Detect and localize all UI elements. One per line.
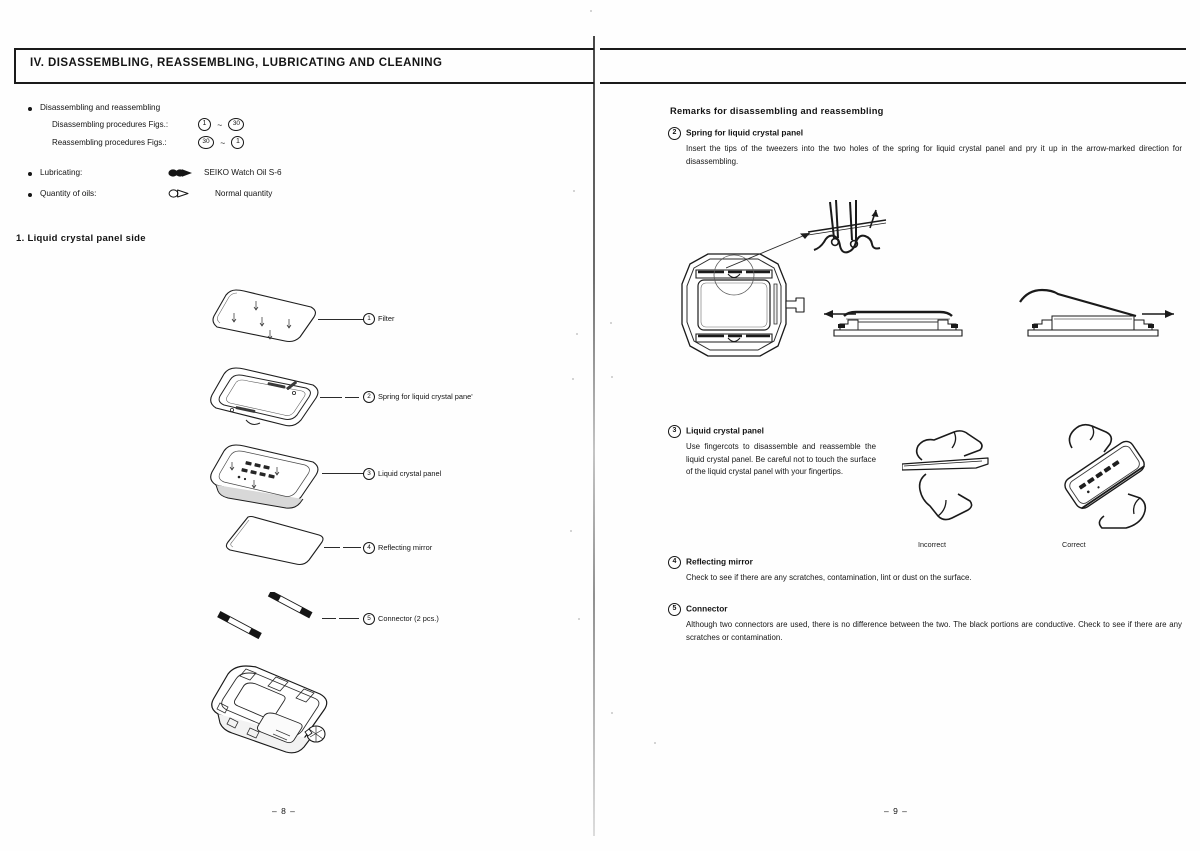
left-page-header-box: IV. DISASSEMBLING, REASSEMBLING, LUBRICA… <box>14 48 594 84</box>
scan-speck <box>610 322 612 324</box>
procedure-range-disassembling: 1 ~ 30 <box>198 118 245 131</box>
connector-leader-line <box>322 617 364 620</box>
bullet-label: Disassembling and reassembling <box>40 103 161 112</box>
circled-number: 5 <box>363 613 375 625</box>
bullet-label: Quantity of oils: <box>40 189 97 198</box>
incorrect-handling-illustration <box>902 420 1002 530</box>
remark-body-connector: Although two connectors are used, there … <box>686 620 1182 642</box>
circled-number: 4 <box>668 556 681 569</box>
oil-quantity-symbol-icon <box>168 187 194 200</box>
reflecting-mirror-illustration <box>218 514 328 569</box>
correct-handling-illustration <box>1048 418 1160 530</box>
remark-heading-spring: 2 Spring for liquid crystal panel <box>668 127 803 140</box>
filter-part-illustration <box>210 286 320 346</box>
scan-speck <box>573 190 575 192</box>
remark-body-spring: Insert the tips of the tweezers into the… <box>686 144 1182 166</box>
remark-heading-mirror: 4 Reflecting mirror <box>668 556 753 569</box>
bullet-dot-icon <box>28 193 32 197</box>
circled-number: 5 <box>668 603 681 616</box>
scan-speck <box>611 376 613 378</box>
part-name: Liquid crystal panel <box>378 468 442 478</box>
caption-incorrect: Incorrect <box>918 540 946 549</box>
remark-body-lcd: Use fingercots to disassemble and reasse… <box>686 442 876 476</box>
connector-part-illustration <box>210 592 330 642</box>
procedure-range-reassembling: 30 ~ 1 <box>198 136 245 149</box>
spring-leader-line <box>320 396 364 399</box>
bullet-dot-icon <box>28 172 32 176</box>
spring-cross-section-assembled <box>822 300 972 344</box>
filter-leader-line <box>318 318 364 321</box>
right-page-header-box <box>600 48 1186 84</box>
scan-speck <box>570 530 572 532</box>
oil-arrow-symbol-icon <box>168 167 194 179</box>
circled-number: 30 <box>228 118 245 131</box>
circled-number: 2 <box>668 127 681 140</box>
scan-speck <box>578 618 580 620</box>
procedure-row-reassembling: Reassembling procedures Figs.: <box>52 138 167 147</box>
callout-leader-line <box>726 228 818 270</box>
tweezers-detail-illustration <box>806 198 890 270</box>
page-title: IV. DISASSEMBLING, REASSEMBLING, LUBRICA… <box>30 57 443 69</box>
procedure-label: Reassembling procedures Figs.: <box>52 138 167 147</box>
remark-title: Connector <box>686 603 728 614</box>
bullet-dot-icon <box>28 107 32 111</box>
quantity-value: Normal quantity <box>215 189 273 198</box>
scan-speck <box>590 10 592 12</box>
right-page-number: – 9 – <box>884 806 908 816</box>
left-page-number: – 8 – <box>272 806 296 816</box>
procedure-label: Disassembling procedures Figs.: <box>52 120 169 129</box>
circled-number: 1 <box>198 118 211 131</box>
part-name: Connector (2 pcs.) <box>378 613 439 623</box>
circled-number: 3 <box>668 425 681 438</box>
reflecting-mirror-leader-line <box>324 546 364 549</box>
scan-speck <box>611 712 613 714</box>
range-separator: ~ <box>217 119 223 130</box>
watch-case-front-illustration <box>668 250 808 360</box>
part-name: Spring for liquid crystal pane' <box>378 391 473 401</box>
bullet-label: Lubricating: <box>40 168 83 177</box>
scan-speck <box>572 378 574 380</box>
remark-heading-connector: 5 Connector <box>668 603 728 616</box>
scan-speck <box>654 742 656 744</box>
remarks-heading: Remarks for disassembling and reassembli… <box>670 106 884 116</box>
lubricating-value: SEIKO Watch Oil S-6 <box>204 168 282 177</box>
part-name: Filter <box>378 313 395 323</box>
caption-correct: Correct <box>1062 540 1086 549</box>
circled-number: 1 <box>231 136 245 149</box>
liquid-crystal-panel-illustration <box>206 442 326 510</box>
circled-number: 2 <box>363 391 375 403</box>
circled-number: 3 <box>363 468 375 480</box>
range-separator: ~ <box>220 137 226 148</box>
procedure-row-disassembling: Disassembling procedures Figs.: <box>52 120 168 129</box>
remark-body-mirror: Check to see if there are any scratches,… <box>686 573 972 582</box>
movement-assembly-illustration <box>206 656 336 756</box>
remark-title: Spring for liquid crystal panel <box>686 127 804 138</box>
part-name: Reflecting mirror <box>378 542 433 552</box>
scan-speck <box>576 333 578 335</box>
liquid-crystal-panel-leader-line <box>322 472 364 475</box>
remark-title: Reflecting mirror <box>686 556 753 567</box>
circled-number: 1 <box>363 313 375 325</box>
circled-number: 4 <box>363 542 375 554</box>
circled-number: 30 <box>198 136 214 149</box>
spring-part-illustration <box>206 363 326 431</box>
section-title: 1. Liquid crystal panel side <box>16 233 146 244</box>
spring-cross-section-pried-up <box>1018 286 1178 344</box>
remark-heading-lcd: 3 Liquid crystal panel <box>668 425 764 438</box>
remark-title: Liquid crystal panel <box>686 425 764 436</box>
book-gutter-shadow <box>593 36 595 836</box>
